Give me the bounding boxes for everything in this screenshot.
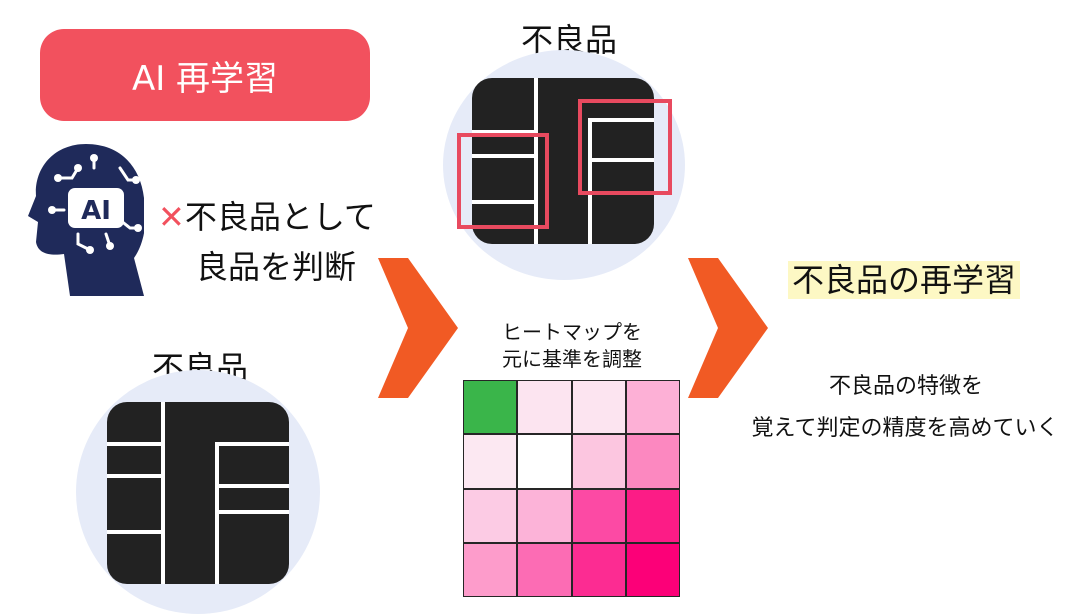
heatmap-cell-1-1	[518, 435, 571, 488]
heatmap-caption-line1: ヒートマップを	[502, 320, 642, 344]
ai-chip-text: AI	[81, 196, 111, 226]
misjudgment-text: ✕不良品として	[158, 193, 376, 241]
ai-brain-head-icon: AI	[24, 138, 146, 298]
misjudgment-line1: 不良品として	[184, 198, 376, 236]
result-desc-line2: 覚えて判定の精度を高めていく	[751, 416, 1059, 441]
heatmap-caption-line2: 元に基準を調整	[502, 347, 642, 371]
defect-left-chip-icon	[107, 402, 289, 588]
misjudgment-line2: 良品を判断	[196, 248, 357, 286]
heatmap-cell-3-0	[464, 543, 517, 596]
arrow-right-icon	[688, 258, 768, 402]
result-title-text: 不良品の再学習	[788, 261, 1021, 299]
heatmap-cell-2-2	[572, 489, 625, 542]
ai-retraining-badge: AI 再学習	[40, 29, 370, 121]
heatmap-cell-0-0	[464, 381, 517, 434]
heatmap-cell-1-3	[626, 435, 679, 488]
heatmap-grid	[463, 380, 680, 597]
heatmap-cell-0-1	[518, 381, 571, 434]
heatmap-cell-3-1	[518, 543, 571, 596]
arrow-right-icon	[378, 258, 458, 402]
heatmap-cell-1-0	[464, 435, 517, 488]
heatmap-cell-0-2	[572, 381, 625, 434]
defect-top-chip-icon	[472, 78, 654, 248]
heatmap-cell-3-2	[572, 543, 625, 596]
cross-mark-icon: ✕	[158, 198, 185, 236]
heatmap-cell-3-3	[626, 543, 679, 596]
defect-frame-left	[457, 133, 549, 229]
result-desc-line1: 不良品の特徴を	[828, 374, 983, 399]
heatmap-cell-0-3	[626, 381, 679, 434]
heatmap-cell-1-2	[572, 435, 625, 488]
heatmap-cell-2-1	[518, 489, 571, 542]
result-title: 不良品の再学習	[788, 258, 1021, 302]
defect-frame-right	[578, 99, 672, 195]
heatmap-cell-2-3	[626, 489, 679, 542]
heatmap-cell-2-0	[464, 489, 517, 542]
